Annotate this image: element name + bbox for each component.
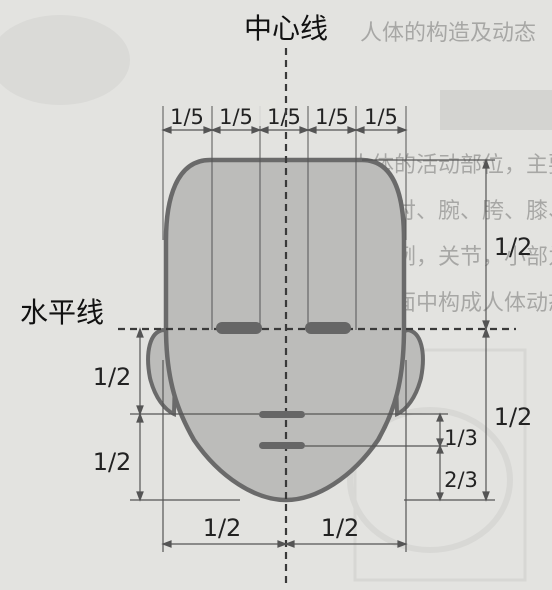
fifth-label: 1/5 bbox=[219, 105, 253, 129]
fifths-labels: 1/5 1/5 1/5 1/5 1/5 bbox=[170, 100, 398, 129]
right-height-dimension bbox=[362, 158, 495, 502]
left-upper-half-label: 1/2 bbox=[93, 363, 132, 391]
fifth-label: 1/5 bbox=[315, 105, 349, 129]
bottom-width-dimension bbox=[161, 360, 408, 552]
right-eye bbox=[305, 322, 351, 334]
background-text-line: 人体的构造及动态 bbox=[360, 21, 536, 46]
nose-line bbox=[259, 411, 305, 418]
two-thirds-label: 2/3 bbox=[444, 468, 478, 492]
left-eye bbox=[216, 322, 262, 334]
lower-face-thirds-dimension bbox=[305, 412, 448, 502]
fifths-dimension bbox=[161, 126, 408, 134]
fifths-guides bbox=[162, 106, 407, 330]
bottom-right-half-label: 1/2 bbox=[321, 514, 360, 542]
left-lower-dimension bbox=[130, 327, 259, 502]
fifth-label: 1/5 bbox=[267, 105, 301, 129]
center-line-label: 中心线 bbox=[244, 12, 328, 45]
fifth-label: 1/5 bbox=[364, 105, 398, 129]
one-third-label: 1/3 bbox=[444, 426, 478, 450]
fifth-label: 1/5 bbox=[170, 105, 204, 129]
lower-half-label: 1/2 bbox=[494, 403, 533, 431]
left-lower-half-label: 1/2 bbox=[93, 448, 132, 476]
horizontal-line-label: 水平线 bbox=[20, 296, 104, 329]
upper-half-label: 1/2 bbox=[494, 233, 533, 261]
bottom-left-half-label: 1/2 bbox=[203, 514, 242, 542]
mouth-line bbox=[259, 442, 305, 449]
